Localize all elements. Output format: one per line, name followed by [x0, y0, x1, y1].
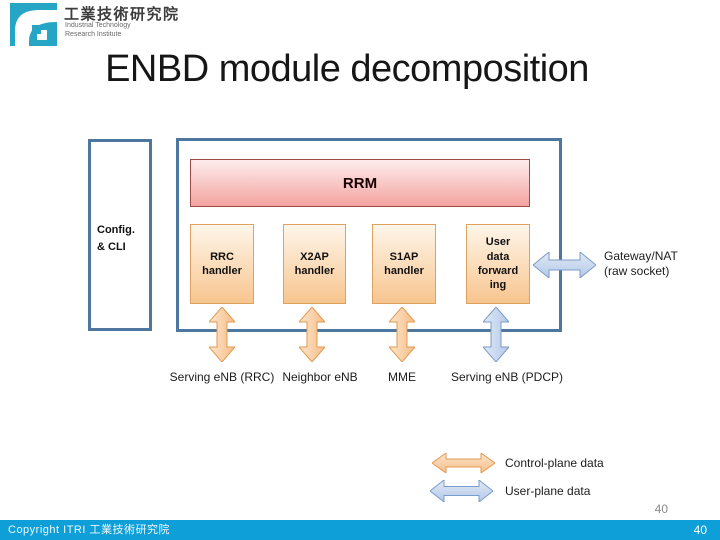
footer-bar: Copyright ITRI 工業技術研究院 40: [0, 520, 720, 540]
config-cli-label: Config. & CLI: [97, 224, 135, 253]
logo-subtitle: Industrial Technology Research Institute: [65, 22, 131, 38]
control-plane-arrow-vertical-rrc: [209, 307, 235, 362]
page-title: ENBD module decomposition: [105, 48, 589, 90]
config-cli-box: Config. & CLI: [88, 139, 152, 331]
control-plane-arrow-vertical-x2ap: [299, 307, 325, 362]
module-s1ap-handler: S1AP handler: [372, 224, 436, 304]
legend-user-plane-label: User-plane data: [505, 484, 591, 498]
user-plane-arrow-vertical-pdcp: [483, 307, 509, 362]
connection-label-serving-enb-pdcp: Serving eNB (PDCP): [450, 370, 564, 384]
control-plane-arrow-vertical-s1ap: [389, 307, 415, 362]
legend-user-plane-arrow-icon: [430, 480, 493, 502]
itri-logo-icon: [10, 3, 57, 46]
gateway-nat-label: Gateway/NAT (raw socket): [604, 249, 678, 278]
legend-control-plane-arrow-icon: [432, 453, 495, 473]
connection-label-mme: MME: [388, 370, 416, 384]
page-number-secondary: 40: [654, 502, 668, 516]
module-rrc-handler: RRC handler: [190, 224, 254, 304]
page-number: 40: [693, 523, 707, 537]
connection-label-neighbor-enb: Neighbor eNB: [282, 370, 358, 384]
legend-control-plane-label: Control-plane data: [505, 456, 604, 470]
copyright-text: Copyright ITRI 工業技術研究院: [8, 524, 170, 536]
rrm-box: RRM: [190, 159, 530, 207]
logo-title: 工業技術研究院: [64, 6, 180, 23]
user-plane-arrow-horizontal-gateway: [533, 252, 596, 278]
module-x2ap-handler: X2AP handler: [283, 224, 346, 304]
module-user-data-forwarding: User data forward ing: [466, 224, 530, 304]
connection-label-serving-enb-rrc: Serving eNB (RRC): [169, 370, 275, 384]
